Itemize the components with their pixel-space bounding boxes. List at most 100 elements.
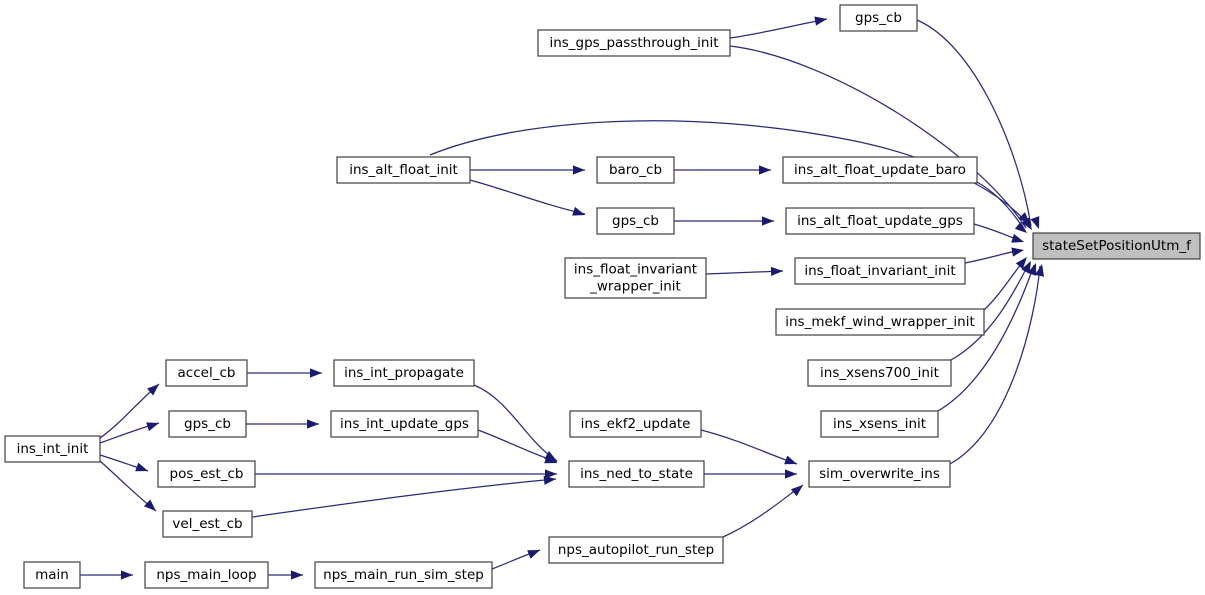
- node-ins_int_init[interactable]: ins_int_init: [4, 435, 101, 463]
- arrowhead: [545, 469, 557, 479]
- node-ins_gps_passthrough_init[interactable]: ins_gps_passthrough_init: [537, 29, 731, 57]
- arrowhead: [543, 475, 556, 485]
- arrowhead: [1011, 233, 1024, 243]
- arrowhead: [146, 422, 159, 432]
- node-box[interactable]: [168, 410, 247, 438]
- node-box[interactable]: [568, 460, 705, 488]
- edge-ins_int_propagate-to-ins_ned_to_state: [473, 384, 558, 462]
- node-gps_cb_top[interactable]: gps_cb: [839, 4, 918, 32]
- arrowhead: [307, 419, 319, 429]
- edge-ins_gps_passthrough_init-to-stateSetPositionUtm_f: [729, 45, 1027, 229]
- edge-ins_alt_float_init-to-gps_cb_alt: [469, 179, 586, 215]
- node-ins_ekf2_update[interactable]: ins_ekf2_update: [569, 410, 702, 438]
- node-ins_int_propagate[interactable]: ins_int_propagate: [333, 359, 475, 387]
- node-pos_est_cb[interactable]: pos_est_cb: [157, 460, 256, 488]
- node-box[interactable]: [839, 4, 918, 32]
- node-box[interactable]: [820, 410, 939, 438]
- node-ins_alt_float_update_baro[interactable]: ins_alt_float_update_baro: [782, 156, 978, 184]
- arrowheads-layer: [121, 16, 1045, 580]
- edge-gps_cb_top-to-stateSetPositionUtm_f: [916, 19, 1032, 227]
- arrowhead: [544, 454, 557, 464]
- node-ins_mekf_wind_wrapper_init[interactable]: ins_mekf_wind_wrapper_init: [775, 308, 985, 336]
- edge-sim_overwrite_ins-to-stateSetPositionUtm_f: [949, 265, 1041, 465]
- node-ins_float_invariant_wrapper_init[interactable]: ins_float_invariant_wrapper_init: [564, 257, 707, 299]
- node-box[interactable]: [165, 359, 248, 387]
- arrowhead: [785, 469, 797, 479]
- node-box[interactable]: [333, 359, 475, 387]
- node-nps_main_loop[interactable]: nps_main_loop: [144, 561, 269, 589]
- arrowhead: [310, 368, 322, 378]
- node-box[interactable]: [775, 308, 985, 336]
- arrowhead: [1015, 257, 1027, 270]
- edge-ins_float_invariant_wrapper_init-to-ins_float_invariant_init: [705, 270, 784, 275]
- arrowhead: [527, 550, 540, 559]
- node-box[interactable]: [157, 460, 256, 488]
- node-box[interactable]: [808, 460, 951, 488]
- arrowhead: [1011, 247, 1024, 257]
- node-main[interactable]: main: [23, 561, 81, 589]
- node-box[interactable]: [537, 29, 731, 57]
- node-box[interactable]: [1032, 232, 1201, 260]
- arrowhead: [1018, 212, 1030, 224]
- node-box[interactable]: [144, 561, 269, 589]
- node-box[interactable]: [807, 359, 952, 387]
- node-box[interactable]: [336, 156, 471, 184]
- node-gps_cb_alt[interactable]: gps_cb: [596, 207, 675, 235]
- arrowhead: [790, 485, 803, 497]
- node-box[interactable]: [569, 410, 702, 438]
- node-stateSetPositionUtm_f[interactable]: stateSetPositionUtm_f: [1032, 232, 1201, 260]
- node-ins_alt_float_init[interactable]: ins_alt_float_init: [336, 156, 471, 184]
- arrowhead: [144, 499, 156, 511]
- node-nps_main_run_sim_step[interactable]: nps_main_run_sim_step: [314, 561, 493, 589]
- node-box[interactable]: [162, 510, 253, 538]
- node-box[interactable]: [4, 435, 101, 463]
- node-box[interactable]: [596, 207, 675, 235]
- node-baro_cb[interactable]: baro_cb: [596, 156, 675, 184]
- arrowhead: [291, 570, 303, 580]
- edges-layer: [80, 18, 1041, 576]
- edge-vel_est_cb-to-ins_ned_to_state: [251, 478, 557, 518]
- node-box[interactable]: [330, 410, 479, 438]
- arrowhead: [814, 16, 827, 26]
- nodes-layer: ins_gps_passthrough_init gps_cb ins_alt_fl…: [4, 4, 1201, 589]
- edge-ins_alt_float_init-to-stateSetPositionUtm_f: [429, 120, 1027, 223]
- arrowhead: [1021, 217, 1032, 230]
- node-ins_float_invariant_init[interactable]: ins_float_invariant_init: [794, 257, 966, 285]
- node-accel_cb[interactable]: accel_cb: [165, 359, 248, 387]
- arrowhead: [762, 216, 774, 226]
- arrowhead: [573, 165, 585, 175]
- arrowhead: [759, 165, 771, 175]
- edge-ins_gps_passthrough_init-to-gps_cb_top: [729, 18, 828, 39]
- arrowhead: [1021, 261, 1031, 274]
- edge-ins_xsens700_init-to-stateSetPositionUtm_f: [950, 262, 1030, 361]
- arrowhead: [770, 266, 783, 277]
- node-box[interactable]: [314, 561, 493, 589]
- node-ins_xsens700_init[interactable]: ins_xsens700_init: [807, 359, 952, 387]
- edge-nps_autopilot_run_step-to-sim_overwrite_ins: [722, 484, 804, 538]
- node-box[interactable]: [782, 156, 978, 184]
- node-box[interactable]: [23, 561, 81, 589]
- node-ins_ned_to_state[interactable]: ins_ned_to_state: [568, 460, 705, 488]
- node-sim_overwrite_ins[interactable]: sim_overwrite_ins: [808, 460, 951, 488]
- node-box[interactable]: [785, 207, 975, 235]
- node-box[interactable]: [596, 156, 675, 184]
- node-box[interactable]: [794, 257, 966, 285]
- node-ins_xsens_init[interactable]: ins_xsens_init: [820, 410, 939, 438]
- arrowhead: [1027, 263, 1037, 276]
- arrowhead: [147, 384, 159, 396]
- edge-ins_ekf2_update-to-sim_overwrite_ins: [700, 429, 798, 465]
- arrowhead: [121, 570, 133, 580]
- node-ins_alt_float_update_gps[interactable]: ins_alt_float_update_gps: [785, 207, 975, 235]
- node-box[interactable]: [564, 257, 707, 299]
- node-vel_est_cb[interactable]: vel_est_cb: [162, 510, 253, 538]
- arrowhead: [784, 455, 797, 465]
- node-box[interactable]: [548, 536, 724, 564]
- node-nps_autopilot_run_step[interactable]: nps_autopilot_run_step: [548, 536, 724, 564]
- node-gps_cb_int[interactable]: gps_cb: [168, 410, 247, 438]
- arrowhead: [1035, 264, 1045, 277]
- arrowhead: [572, 206, 585, 216]
- node-ins_int_update_gps[interactable]: ins_int_update_gps: [330, 410, 479, 438]
- arrowhead: [135, 462, 148, 472]
